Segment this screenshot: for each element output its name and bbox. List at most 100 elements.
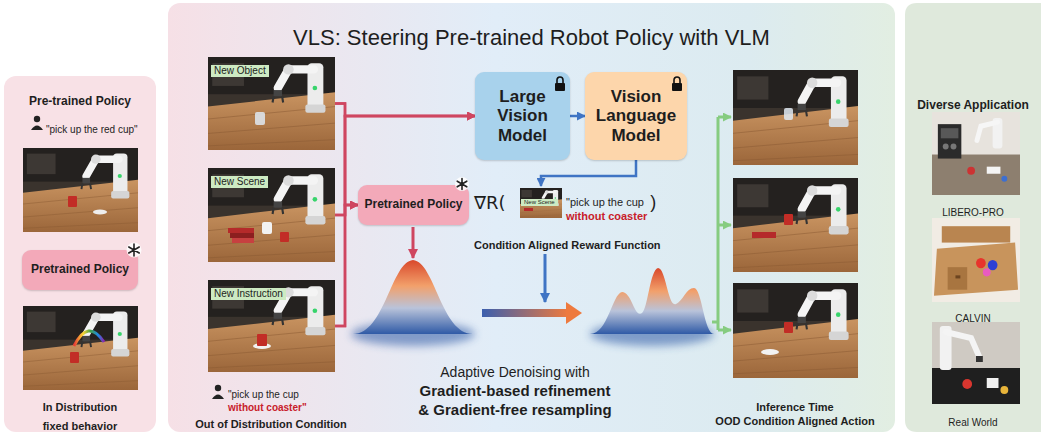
node-text: without coaster (566, 210, 647, 222)
flow-arrow (544, 254, 547, 302)
lock-icon (672, 83, 682, 91)
annotation: without coaster" (228, 402, 307, 413)
output-photo (784, 214, 793, 225)
flow-arrow (718, 329, 731, 332)
text-slot: "pick up the cup (566, 191, 644, 210)
output-photo (733, 70, 858, 165)
connector (335, 205, 358, 326)
label-slot: & Gradient-free resampling (385, 400, 645, 419)
lock-icon (557, 77, 563, 83)
text-slot: New Scene (521, 189, 558, 208)
heading: ∇R( (474, 192, 506, 213)
input-photo (208, 57, 335, 150)
lock-icon (555, 83, 565, 91)
person-icon (212, 395, 224, 400)
text-slot: ∇R( (474, 192, 506, 214)
action-distribution (353, 260, 473, 334)
box-label: Pretrained Policy (31, 263, 129, 277)
text-slot: ) (650, 192, 656, 214)
condition-photo: New Object (208, 57, 335, 150)
scene-photo (93, 210, 107, 215)
panel-ground (905, 3, 1041, 432)
flow-arrow (712, 117, 718, 330)
heading: Diverse Application (917, 98, 1029, 112)
connector (335, 104, 475, 117)
action-distribution (482, 309, 568, 317)
frozen-icon (455, 177, 469, 191)
node-text: CALVIN (955, 313, 990, 324)
label-slot: Out of Distribution Condition (181, 413, 361, 432)
connector (335, 205, 358, 215)
flow-arrow (718, 116, 731, 119)
input-photo (228, 228, 254, 233)
text-slot: Real World (905, 411, 1041, 430)
side-panel: Diverse ApplicationLIBERO-PRO CALVIN Real … (905, 3, 1041, 432)
panel-ground (4, 3, 1041, 432)
application-image (932, 322, 1020, 404)
flow-arrow (412, 227, 415, 258)
scene-photo (23, 148, 138, 232)
reward-function: ∇R( New Scene "pick up the cupwithout coas… (474, 186, 698, 250)
label-slot: "pick up the red cup" (46, 118, 138, 137)
input-photo (262, 222, 272, 234)
node-text: LIBERO-PRO (942, 207, 1004, 218)
annotation: Out of Distribution Condition (195, 418, 347, 430)
annotation: Adaptive Denoising with (440, 364, 589, 380)
connector (541, 160, 636, 186)
reward-thumbnail (520, 188, 562, 218)
photo-tag: New Scene (521, 199, 558, 206)
input-photo (280, 232, 289, 242)
scene-photo (23, 148, 138, 390)
heading: Pre-trained Policy (29, 94, 131, 108)
person-icon (31, 126, 43, 131)
node-text: Condition Aligned Reward Function (474, 239, 661, 251)
text-slot: VLS: Steering Pre-trained Robot Policy w… (168, 25, 895, 51)
input-photo (232, 238, 254, 243)
model-box: Large Vision Model (475, 72, 570, 160)
connector (570, 115, 585, 118)
label-slot: "pick up the cup (228, 383, 299, 402)
text-slot: Diverse Application (905, 94, 1041, 113)
policy-box: Pretrained Policy (358, 185, 469, 225)
frozen-icon (129, 244, 139, 256)
text-slot: Pre-trained Policy (4, 90, 156, 109)
reward-thumbnail (524, 208, 533, 211)
annotation: Gradient-based refinement (420, 382, 611, 399)
frozen-icon (457, 179, 467, 190)
panel-ground (4, 76, 156, 432)
text-slot: LIBERO-PRO (905, 201, 1041, 220)
box-label: Vision Language Model (590, 87, 682, 146)
input-photo (208, 168, 335, 262)
scene-photo (74, 331, 104, 346)
input-photo (230, 233, 254, 238)
output-photo (784, 108, 793, 120)
output-photo (784, 322, 793, 333)
heading: VLS: Steering Pre-trained Robot Policy w… (293, 25, 770, 50)
photo-tag: New Scene (211, 176, 268, 188)
connector (335, 116, 475, 215)
lock-icon (672, 77, 682, 91)
person-icon (34, 116, 40, 122)
connector (335, 116, 475, 326)
label-slot: Inference Time (705, 396, 885, 415)
node-text: ) (650, 192, 656, 212)
panel-ground (168, 3, 895, 432)
frozen-icon (127, 243, 142, 258)
box-label: Large Vision Model (480, 87, 565, 146)
connector (335, 104, 358, 206)
output-photo (733, 70, 858, 378)
application-image (932, 112, 1020, 195)
annotation: "pick up the cup (228, 389, 299, 400)
frozen-icon (127, 243, 142, 258)
scene-photo (23, 306, 138, 390)
action-distribution (590, 268, 714, 334)
input-photo (255, 112, 265, 125)
application-image (932, 112, 1020, 404)
action-distribution (351, 260, 714, 346)
flow-arrow (718, 224, 731, 227)
condition-photo: New Instruction (208, 280, 335, 372)
output-photo (733, 283, 858, 378)
text-slot: CALVIN (905, 307, 1041, 326)
reward-thumbnail (520, 188, 562, 218)
